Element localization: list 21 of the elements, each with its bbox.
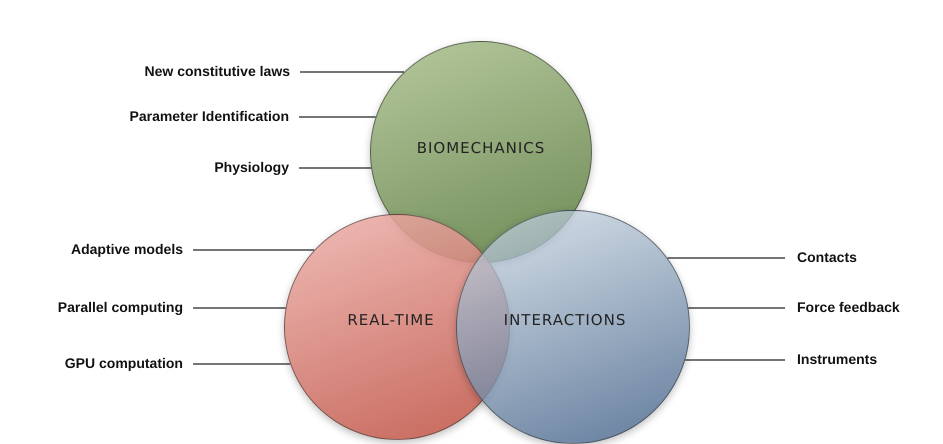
topic-label: New constitutive laws	[144, 62, 290, 80]
topic-label: Parameter Identification	[130, 107, 289, 125]
leader-line	[300, 71, 404, 73]
topic-label: Contacts	[797, 248, 857, 266]
leader-line	[193, 249, 314, 251]
leader-line	[299, 167, 372, 169]
leader-line	[193, 307, 286, 309]
topic-label: Adaptive models	[70, 240, 183, 258]
topic-label: Parallel computing	[58, 298, 183, 316]
topic-label: Instruments	[797, 350, 878, 368]
topic-label: GPU computation	[64, 354, 183, 372]
leader-line	[685, 359, 785, 361]
leader-line	[299, 116, 376, 118]
circle-label: REAL-TIME	[347, 311, 435, 329]
topic-label: Physiology	[214, 158, 289, 176]
leader-line	[688, 307, 785, 309]
topic-label: Force feedback	[797, 298, 900, 316]
circle-label: INTERACTIONS	[504, 311, 626, 329]
circle-label: BIOMECHANICS	[416, 139, 546, 157]
leader-line	[193, 363, 290, 365]
leader-line	[668, 257, 785, 259]
